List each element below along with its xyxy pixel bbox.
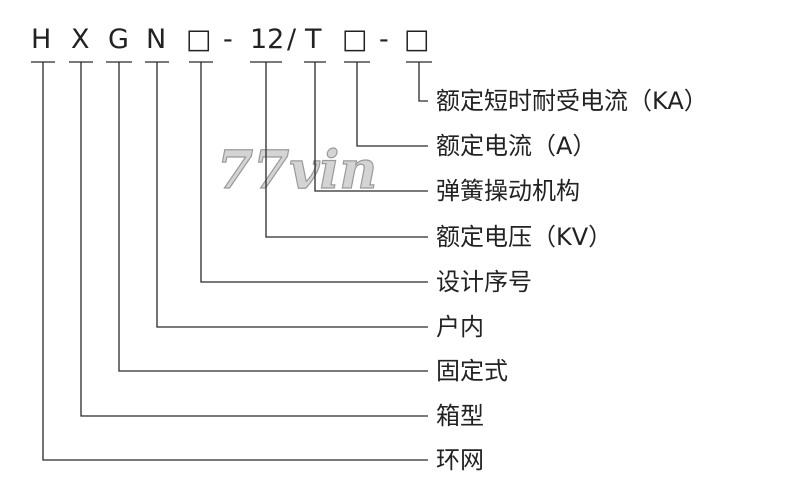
code-box-current: □: [342, 24, 368, 55]
code-char-t: T: [304, 24, 322, 55]
code-box-short-time: □: [404, 24, 430, 55]
code-voltage: 12: [250, 24, 284, 55]
label-design-number: 设计序号: [436, 268, 532, 296]
leader-fixed-type: [118, 62, 428, 372]
code-char-g: G: [108, 24, 129, 55]
code-slash: /: [287, 24, 297, 55]
code-box-design: □: [186, 24, 212, 55]
leader-indoor: [156, 62, 428, 328]
code-dash-1: -: [223, 24, 233, 55]
code-dash-2: -: [379, 24, 389, 55]
leader-design-number: [200, 62, 428, 283]
label-rated-current: 额定电流（A）: [436, 132, 596, 160]
label-indoor: 户内: [436, 313, 484, 341]
leader-spring-mechanism: [314, 62, 428, 192]
label-rated-voltage: 额定电压（KV）: [436, 223, 612, 251]
leader-lines: [42, 62, 428, 461]
leader-rated-voltage: [265, 62, 428, 238]
leader-ring-main: [42, 62, 428, 461]
label-spring-operating-mechanism: 弹簧操动机构: [436, 177, 580, 205]
description-labels: 额定短时耐受电流（KA） 额定电流（A） 弹簧操动机构 额定电压（KV） 设计序…: [436, 87, 708, 474]
code-char-x: X: [71, 24, 90, 55]
code-char-h: H: [31, 24, 51, 55]
label-fixed-type: 固定式: [436, 357, 508, 385]
label-box-type: 箱型: [436, 402, 484, 430]
label-ring-main-unit: 环网: [436, 446, 484, 474]
leader-box-type: [80, 62, 428, 417]
leader-short-time-current: [418, 62, 428, 102]
watermark-text: 77vin: [217, 140, 377, 201]
code-char-n: N: [146, 24, 166, 55]
leader-rated-current: [356, 62, 428, 147]
model-code: H X G N □ - 12 / T □ - □: [31, 24, 430, 55]
label-rated-short-time-withstand-current: 额定短时耐受电流（KA）: [436, 87, 708, 115]
